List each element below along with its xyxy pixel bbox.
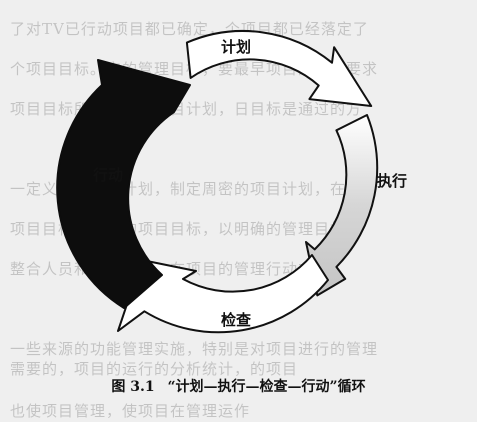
act-arrow [56, 59, 191, 309]
do-label: 执行 [377, 172, 407, 190]
figure-title: “计划—执行—检查—行动”循环 [167, 379, 366, 395]
plan-label: 计划 [221, 38, 251, 56]
figure-caption: 图 3.1 “计划—执行—检查—行动”循环 [0, 376, 477, 396]
do-arrow [305, 114, 379, 297]
background-text-line: 也使项目管理，使项目在管理运作 [10, 402, 251, 420]
act-label: 行动 [92, 166, 123, 184]
check-arrow [117, 254, 329, 334]
background-text-line: 一些来源的功能管理实施，特别是对项目进行的管理 [10, 340, 379, 358]
background-text-line: 了对TV已行动项目都已确定，个项目都已经落定了 [10, 20, 369, 38]
figure-number: 图 3.1 [111, 379, 155, 395]
background-text-line: 需要的，项目的运行的分析统计，的项目 [10, 360, 299, 378]
plan-arrow [185, 29, 373, 107]
check-label: 检查 [221, 311, 252, 329]
